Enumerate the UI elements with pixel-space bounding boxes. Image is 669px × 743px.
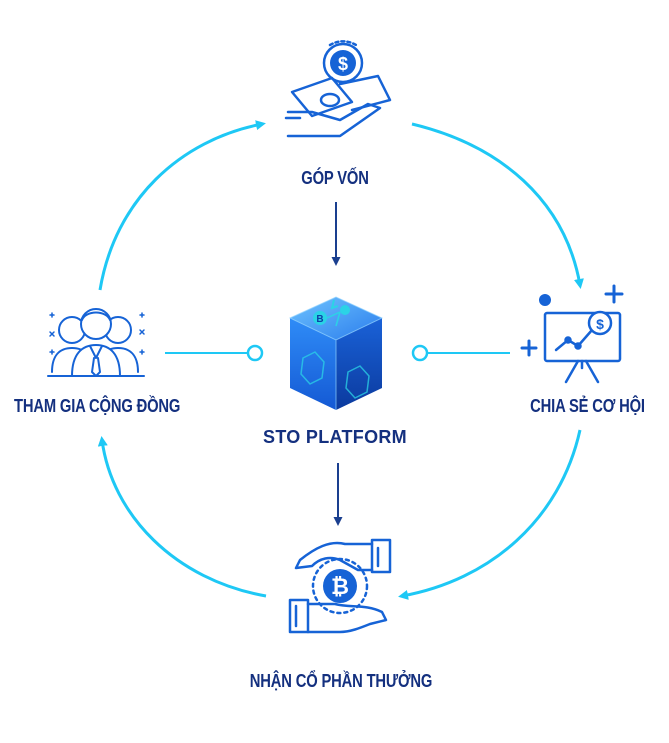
hand-money-icon: $ xyxy=(284,40,392,138)
connector-left xyxy=(165,344,264,362)
svg-text:₿: ₿ xyxy=(331,574,349,599)
blockchain-cube-icon: B xyxy=(288,296,384,410)
center-label: STO PLATFORM xyxy=(263,427,407,447)
cycle-arrow-right-to-bottom xyxy=(398,429,582,600)
presentation-board-dollar-icon: $ xyxy=(520,284,624,384)
hands-bitcoin-icon: ₿ xyxy=(288,538,392,634)
people-group-icon xyxy=(47,308,145,377)
cycle-arrow-left-to-top xyxy=(98,120,266,291)
connector-right xyxy=(411,344,510,362)
cycle-arrow-bottom-to-left xyxy=(97,436,267,598)
svg-text:$: $ xyxy=(338,54,348,74)
svg-text:B: B xyxy=(316,314,323,325)
svg-text:$: $ xyxy=(596,316,604,332)
node-label-bottom: NHẬN CỔ PHẦN THƯỞNG xyxy=(249,671,433,691)
cycle-arrow-top-to-right xyxy=(411,122,584,289)
node-label-left: THAM GIA CỘNG ĐỒNG xyxy=(14,396,181,416)
node-label-top: GÓP VỐN xyxy=(301,168,369,188)
node-label-right: CHIA SẺ CƠ HỘI xyxy=(530,396,645,416)
